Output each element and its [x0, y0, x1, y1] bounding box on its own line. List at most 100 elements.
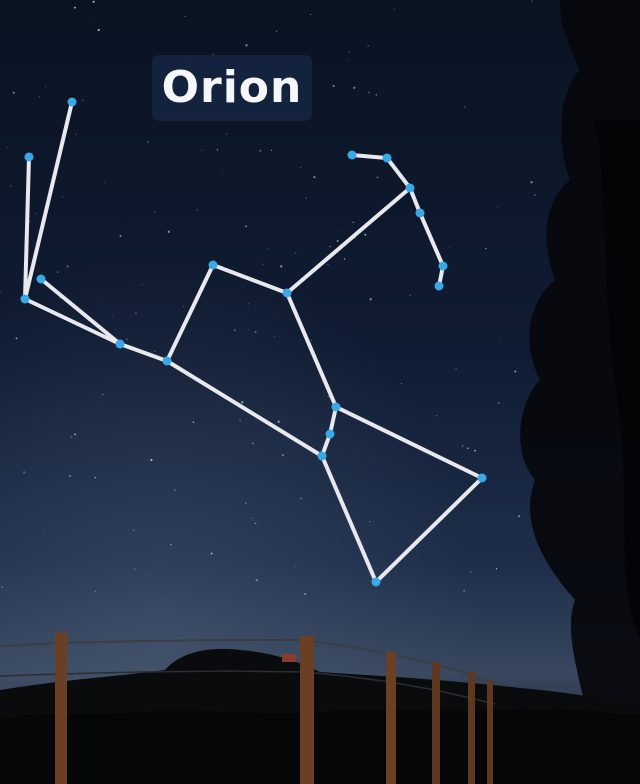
background-star: [270, 149, 273, 152]
background-star: [119, 235, 122, 238]
background-star: [134, 568, 136, 570]
background-star: [267, 248, 269, 250]
background-star: [222, 169, 224, 171]
background-star: [141, 284, 143, 285]
fence-post: [468, 672, 475, 784]
background-star: [281, 454, 284, 456]
constellation-line: [165, 359, 324, 458]
background-star: [12, 91, 15, 94]
constellation-line: [165, 263, 215, 363]
background-star: [245, 44, 248, 47]
fence-sign: [282, 654, 296, 662]
background-star: [45, 85, 47, 87]
constellation-star-dot: [115, 339, 125, 349]
constellation-line: [385, 156, 412, 190]
background-star: [146, 141, 149, 143]
constellation-line: [320, 454, 378, 584]
constellation-line: [350, 153, 389, 160]
background-star: [304, 593, 307, 595]
background-star: [343, 258, 346, 260]
background-star: [1, 586, 3, 588]
fence-post: [300, 636, 314, 784]
background-star: [74, 433, 76, 436]
background-star: [518, 515, 520, 518]
fence-post: [55, 632, 67, 784]
background-star: [332, 85, 335, 87]
constellation-star-dot: [20, 294, 30, 304]
background-star: [275, 30, 278, 32]
background-star: [62, 196, 64, 198]
background-star: [82, 99, 84, 102]
background-star: [245, 225, 247, 228]
background-star: [514, 370, 517, 373]
background-star: [66, 265, 69, 268]
background-star: [327, 264, 329, 266]
treeline: [0, 708, 640, 784]
constellation-star-dot: [317, 451, 327, 461]
title-label-box: Orion: [152, 55, 312, 121]
background-star: [247, 303, 249, 305]
constellation-star-dot: [67, 97, 77, 107]
background-star: [244, 502, 247, 504]
background-star: [400, 382, 403, 385]
background-star: [174, 489, 176, 491]
constellation-title: Orion: [161, 62, 303, 113]
background-star: [495, 568, 498, 570]
background-star: [299, 497, 302, 500]
background-star: [42, 528, 44, 530]
background-star: [35, 212, 37, 214]
background-star: [241, 401, 244, 404]
background-star: [313, 176, 316, 179]
background-star: [0, 291, 1, 294]
background-star: [192, 421, 195, 424]
background-star: [295, 565, 297, 567]
constellation-line: [328, 405, 338, 436]
background-star: [485, 247, 487, 250]
constellation-star-dot: [282, 288, 292, 298]
background-star: [463, 589, 466, 592]
background-star: [336, 239, 339, 243]
background-star: [94, 21, 95, 23]
background-star: [68, 474, 72, 478]
constellation-line: [374, 476, 484, 584]
background-star: [225, 133, 228, 135]
background-star: [251, 517, 253, 520]
constellation-star-dot: [325, 429, 335, 439]
background-star: [366, 4, 367, 6]
constellation-star-dot: [24, 152, 34, 162]
background-star: [126, 338, 128, 341]
constellation-line: [285, 291, 338, 409]
background-star: [327, 395, 330, 398]
background-star: [376, 176, 379, 179]
background-star: [474, 449, 476, 452]
background-star: [346, 59, 348, 61]
background-star: [210, 552, 213, 555]
background-star: [277, 420, 280, 423]
background-star: [329, 245, 331, 248]
background-star: [183, 305, 185, 307]
constellation-star-dot: [382, 153, 392, 163]
background-star: [409, 294, 411, 296]
fence-post: [386, 652, 396, 784]
background-star: [164, 598, 166, 600]
constellation-line: [23, 155, 31, 301]
constellation-line: [334, 405, 484, 480]
constellation-line: [118, 342, 169, 363]
background-star: [97, 28, 100, 32]
background-star: [132, 529, 135, 532]
background-star: [534, 194, 536, 196]
background-star: [394, 8, 395, 10]
background-star: [496, 206, 499, 208]
background-star: [368, 91, 370, 94]
constellation-star-dot: [405, 183, 415, 193]
background-star: [369, 521, 371, 523]
background-star: [530, 181, 533, 184]
constellation-line: [211, 263, 289, 295]
background-star: [233, 329, 236, 332]
constellation-star-dot: [331, 402, 341, 412]
background-star: [367, 45, 370, 47]
background-stars: [0, 0, 543, 600]
background-star: [252, 442, 254, 444]
